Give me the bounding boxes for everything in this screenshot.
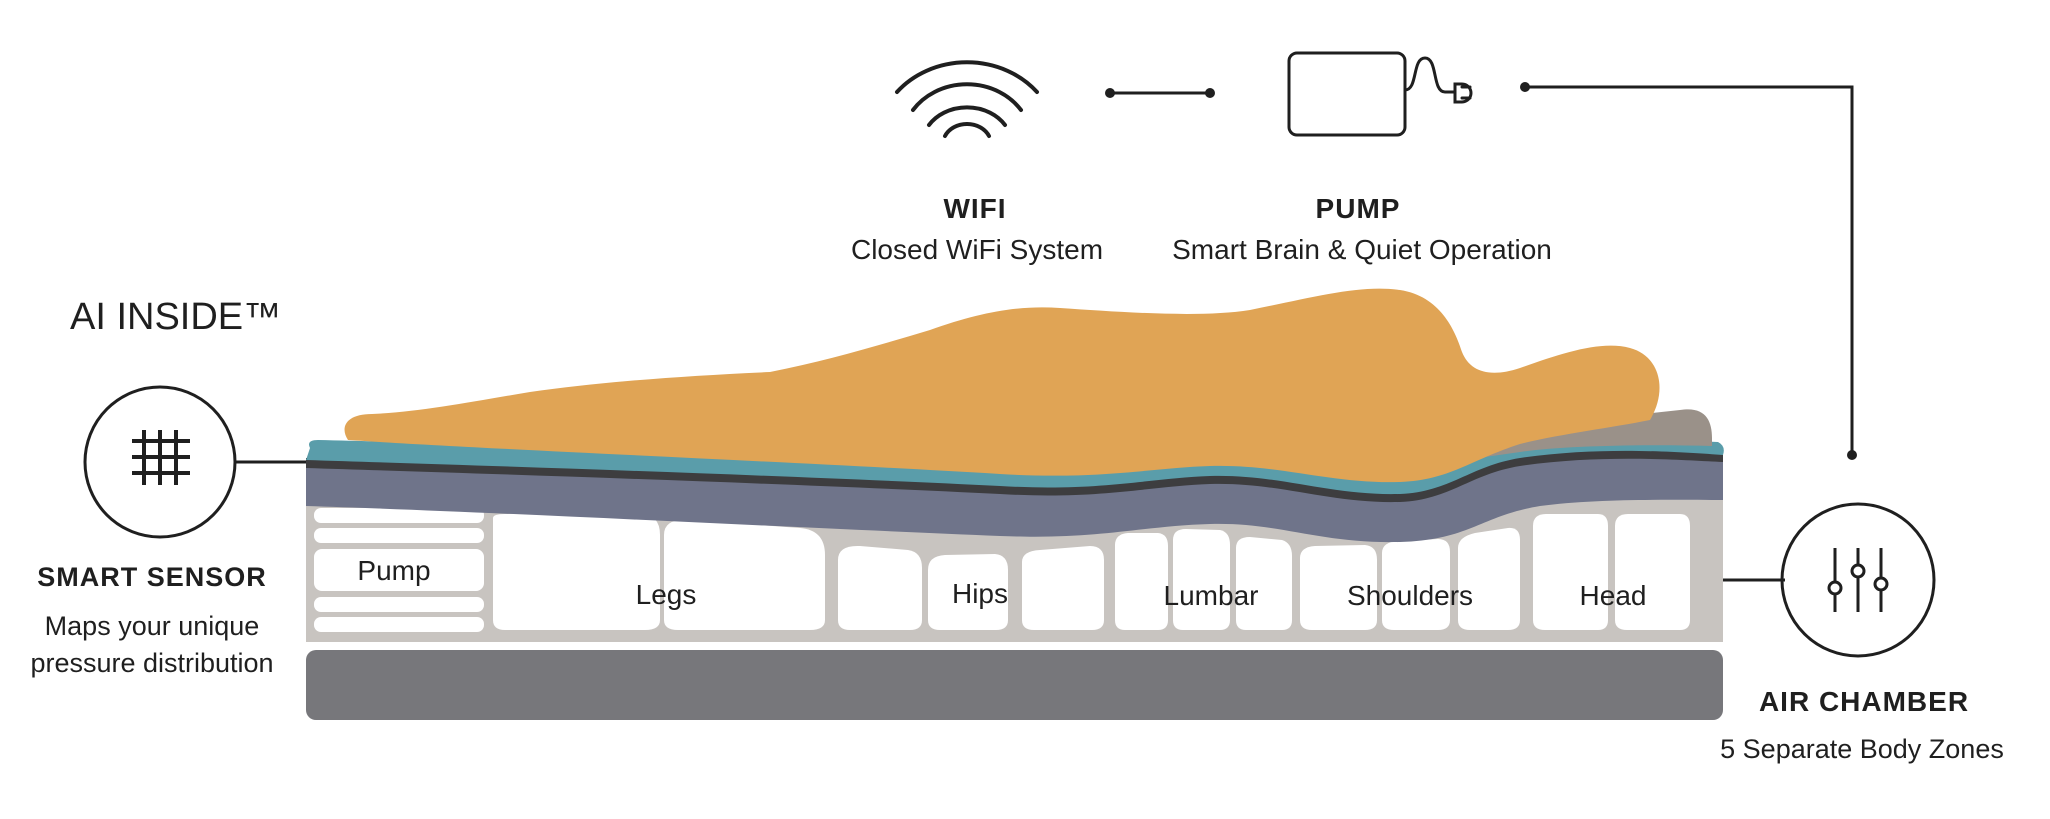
sleeper-body (344, 288, 1660, 483)
pump-chamber-connector (1525, 85, 1854, 455)
wifi-title: WIFI (943, 193, 1007, 224)
zone-label-pump: Pump (357, 555, 430, 586)
air-cell (1300, 545, 1377, 630)
smart-sensor-line1: Maps your unique (44, 611, 260, 641)
connector-lines (235, 85, 1854, 582)
zone-labels: Pump Legs Hips Lumbar Shoulders Head (357, 555, 1646, 611)
air-cell (838, 545, 922, 630)
pump-subtitle: Smart Brain & Quiet Operation (1172, 234, 1552, 265)
zone-label-shoulders: Shoulders (1347, 580, 1473, 611)
sliders-icon (1780, 502, 1936, 658)
pump-title: PUMP (1315, 193, 1401, 224)
air-cell (1115, 533, 1168, 630)
air-cell (1615, 514, 1690, 630)
air-cell (1236, 537, 1292, 630)
pump-compartment (314, 508, 484, 632)
connector-dots (1105, 82, 1857, 460)
mattress-base (306, 650, 1723, 720)
pillow (1478, 409, 1712, 458)
air-cell (664, 519, 825, 630)
wifi-icon (895, 60, 1039, 138)
air-cell (1533, 514, 1608, 630)
zone-label-hips: Hips (952, 578, 1008, 609)
smart-sensor-title: SMART SENSOR (37, 562, 267, 592)
air-cell (1173, 529, 1230, 630)
air-cells (493, 514, 1690, 630)
zone-label-legs: Legs (636, 579, 697, 610)
sensor-layer-dark (306, 448, 1723, 503)
zone-label-lumbar: Lumbar (1164, 580, 1259, 611)
air-cell (493, 514, 660, 630)
pump-icon (1287, 51, 1473, 137)
headline: AI INSIDE™ (70, 296, 282, 338)
wifi-subtitle: Closed WiFi System (850, 234, 1104, 265)
zone-label-head: Head (1580, 580, 1647, 611)
air-chamber-title: AIR CHAMBER (1758, 686, 1970, 717)
air-cell (1382, 539, 1450, 630)
air-cell (928, 554, 1008, 630)
grid-sensor-icon (83, 385, 237, 539)
air-cell (1458, 527, 1520, 630)
air-cell (1022, 546, 1104, 630)
air-chamber-subtitle: 5 Separate Body Zones (1720, 734, 2004, 764)
smart-sensor-line2: pressure distribution (30, 648, 274, 678)
